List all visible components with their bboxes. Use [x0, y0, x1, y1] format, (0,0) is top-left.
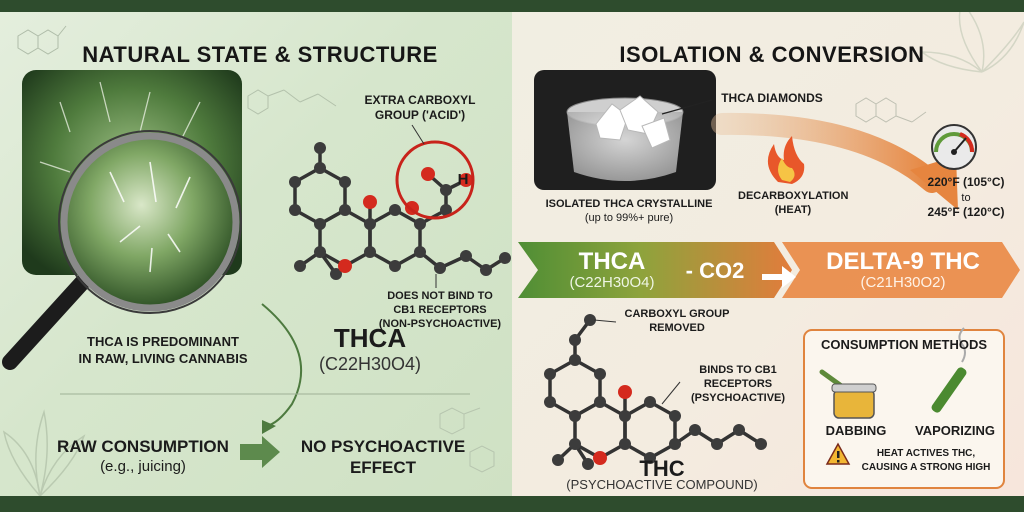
- conversion-arrow-right: [782, 242, 1020, 298]
- method-vaporizing: VAPORIZING: [915, 423, 995, 438]
- decarb-arrowhead: [910, 156, 958, 210]
- faint-molecule-topleft: [17, 25, 67, 55]
- dab-jar-icon: [819, 369, 877, 419]
- warning-line-2: CAUSING A STRONG HIGH: [861, 462, 991, 473]
- effect-line-2: EFFECT: [349, 458, 417, 477]
- thc-name: THC: [639, 456, 685, 481]
- cannabis-leaf-icon: [2, 409, 86, 496]
- white-mini-arrow: [762, 266, 796, 288]
- arrow-delta-formula: (C21H30O2): [860, 274, 946, 291]
- decarb-curve-arrow: [711, 112, 943, 193]
- curved-arrowhead: [262, 420, 276, 434]
- method-dabbing: DABBING: [825, 423, 887, 438]
- thc-subtitle: (PSYCHOACTIVE COMPOUND): [566, 477, 758, 492]
- curved-arrow: [261, 303, 303, 427]
- hydrogen-atom-label: H: [457, 171, 469, 188]
- thca-atoms: [289, 142, 511, 280]
- predominant-line-2: IN RAW, LIVING CANNABIS: [78, 351, 248, 366]
- bind-label-line-2: CB1 RECEPTORS: [393, 304, 487, 316]
- conversion-arrow-left: [518, 242, 792, 298]
- thca-formula: (C22H30O4): [318, 354, 422, 374]
- thermometer-gauge-icon: [931, 124, 977, 170]
- consumption-methods-box: [803, 329, 1005, 489]
- bind-label-line-3: (NON-PSYCHOACTIVE): [378, 318, 502, 330]
- thc-oxygen-atoms: [593, 385, 632, 465]
- crystal-cluster: [595, 95, 671, 149]
- top-frame: [0, 0, 1024, 12]
- binds-line-3: (PSYCHOACTIVE): [690, 392, 786, 404]
- carboxyl-pointer: [411, 124, 425, 145]
- predominant-line-1: THCA IS PREDOMINANT: [87, 334, 239, 349]
- decarb-line-1: DECARBOXYLATION: [738, 190, 849, 202]
- removed-line-1: CARBOXYL GROUP: [624, 308, 730, 320]
- isolated-line-2: (up to 99%+ pure): [584, 212, 674, 224]
- raw-to-effect-arrow: [240, 436, 280, 468]
- binds-line-1: BINDS TO CB1: [699, 364, 777, 376]
- binds-line-2: RECEPTORS: [703, 378, 773, 390]
- removed-pointer: [593, 319, 617, 323]
- faint-molecule-top: [247, 89, 337, 115]
- thc-atoms: [544, 314, 767, 470]
- left-panel: NATURAL STATE & STRUCTURE EXTRA CARBOXYL…: [0, 12, 512, 496]
- effect-line-1: NO PSYCHOACTIVE: [300, 437, 466, 456]
- binds-pointer: [661, 381, 681, 405]
- flame-icon: [767, 136, 805, 184]
- arrow-delta-label: DELTA-9 THC: [826, 248, 980, 275]
- left-graphics: [2, 25, 511, 496]
- diamonds-pointer: [661, 99, 713, 115]
- right-title: ISOLATION & CONVERSION: [619, 42, 925, 67]
- carboxyl-highlight-circle: [395, 140, 475, 220]
- arrow-thca-label: THCA: [578, 248, 646, 275]
- bind-label-line-1: DOES NOT BIND TO: [387, 290, 493, 302]
- warning-icon: [825, 442, 851, 465]
- right-panel: ISOLATION & CONVERSION THCA DIAMONDS ISO…: [512, 12, 1024, 496]
- thca-name: THCA: [333, 323, 407, 353]
- decarb-line-2: (HEAT): [774, 204, 812, 216]
- diamonds-label: THCA DIAMONDS: [721, 91, 823, 105]
- faint-molecule-bottom: [439, 407, 495, 473]
- faint-molecule-right: [855, 97, 927, 123]
- isolated-line-1: ISOLATED THCA CRYSTALLINE: [545, 198, 713, 210]
- raw-consumption-example: (e.g., juicing): [100, 458, 186, 475]
- warning-line-1: HEAT ACTIVES THC,: [876, 448, 976, 459]
- temperature-high: 245°F (120°C): [927, 205, 1005, 219]
- left-title: NATURAL STATE & STRUCTURE: [82, 42, 438, 67]
- bottom-frame: [0, 496, 1024, 512]
- temperature-to: to: [961, 192, 971, 204]
- right-graphics: [518, 12, 1024, 489]
- removed-line-2: REMOVED: [649, 322, 705, 334]
- raw-consumption-title: RAW CONSUMPTION: [57, 437, 229, 456]
- temperature-low: 220°F (105°C): [927, 175, 1005, 189]
- minus-co2-label: - CO2: [685, 258, 745, 283]
- vape-pen-icon: [931, 327, 967, 413]
- arrow-thca-formula: (C22H30O4): [569, 274, 655, 291]
- cannabis-leaf-icon: [919, 12, 1024, 73]
- methods-title: CONSUMPTION METHODS: [820, 337, 988, 352]
- carboxyl-label-line-2: GROUP ('ACID'): [374, 108, 466, 122]
- carboxyl-label-line-1: EXTRA CARBOXYL: [364, 93, 476, 107]
- magnifier-icon: [2, 130, 242, 370]
